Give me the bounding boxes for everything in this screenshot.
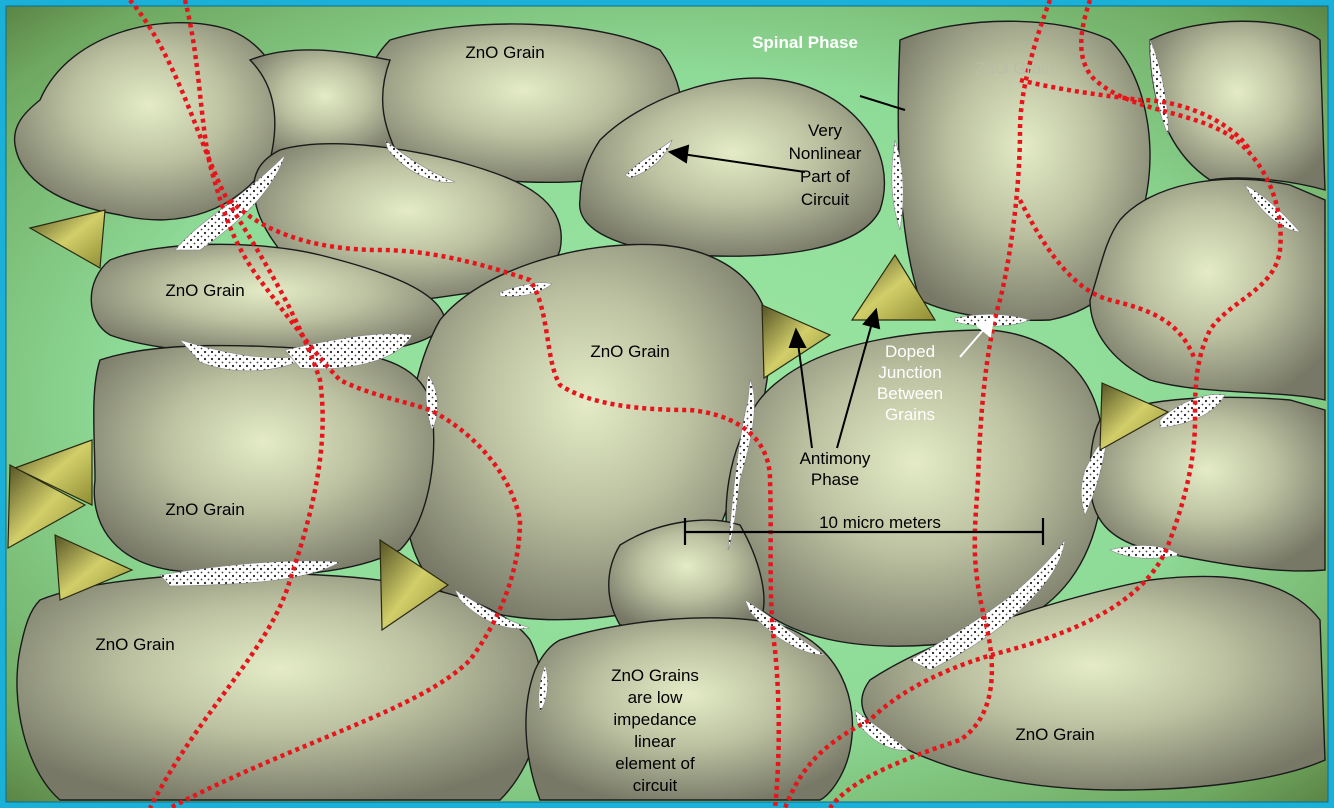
doped-junction (499, 282, 553, 297)
current-path (128, 0, 325, 808)
zno-grain-label-faint: ZnO Grain (975, 59, 1055, 78)
doped-junction (384, 139, 456, 183)
doped-junction (1109, 545, 1181, 559)
antimony-triangle (13, 439, 93, 506)
nonlinear-arrowhead (667, 144, 690, 164)
doped-junction (538, 664, 549, 713)
antimony-phase-label: Antimony Phase (799, 449, 871, 489)
zno-grain-label-top: ZnO Grain (465, 43, 545, 62)
zno-grain (579, 77, 886, 257)
current-path (228, 198, 781, 808)
zno-grain-label-center: ZnO Grain (590, 342, 670, 361)
zno-grain-label-bottom-right: ZnO Grain (1015, 725, 1095, 744)
current-path (782, 0, 1283, 808)
current-paths (128, 0, 1283, 808)
doped-junction (284, 333, 413, 369)
current-path (1017, 198, 1198, 361)
doped-junction (1080, 443, 1107, 516)
very-nonlinear-label: Very Nonlinear Part of Circuit (788, 121, 862, 209)
antimony-triangle (28, 209, 106, 269)
antimony-arrow-left (797, 342, 813, 449)
nonlinear-leader (859, 95, 906, 111)
doped-junction (909, 538, 1066, 671)
doped-junction-label: Doped Junction Between Grains (876, 342, 944, 424)
scale-bar-label: 10 micro meters (819, 513, 941, 532)
doped-junction (425, 374, 438, 431)
doped-junction (624, 139, 673, 179)
scale-bar (683, 518, 1045, 545)
doped-junction (744, 599, 827, 656)
zno-grain (90, 243, 446, 356)
doped-junction (727, 378, 755, 551)
doped-junction (891, 139, 904, 231)
current-path (168, 0, 523, 808)
antimony-triangle (850, 253, 937, 321)
zno-grain-label-mid: ZnO Grain (165, 500, 245, 519)
zno-grain (525, 617, 854, 801)
antimony-triangle (379, 538, 450, 632)
doped-junction (1159, 394, 1226, 429)
antimony-triangle (1099, 382, 1170, 452)
antimony-triangle (54, 534, 134, 601)
nonlinear-arrow (681, 153, 806, 173)
antimony-triangle (7, 464, 87, 550)
spinal-phase-label: Spinal Phase (752, 33, 858, 52)
doped-junction (854, 709, 909, 751)
zno-grains-low-impedance-label: ZnO Grains are low impedance linear elem… (611, 666, 699, 795)
antimony-arrow-right (836, 322, 873, 449)
antimony-arrowhead-left (788, 327, 807, 348)
zno-grain-label-bottom-left: ZnO Grain (95, 635, 175, 654)
zno-grain (1089, 178, 1326, 401)
antimony-arrowhead-right (862, 307, 881, 330)
doped-junction-arrowhead (976, 316, 995, 338)
current-path (1019, 77, 1252, 152)
doped-junction (1244, 184, 1301, 233)
doped-junction-arrow (959, 327, 986, 358)
current-path (828, 0, 1053, 808)
zno-grain (1149, 20, 1326, 191)
zno-grain-label-left: ZnO Grain (165, 281, 245, 300)
